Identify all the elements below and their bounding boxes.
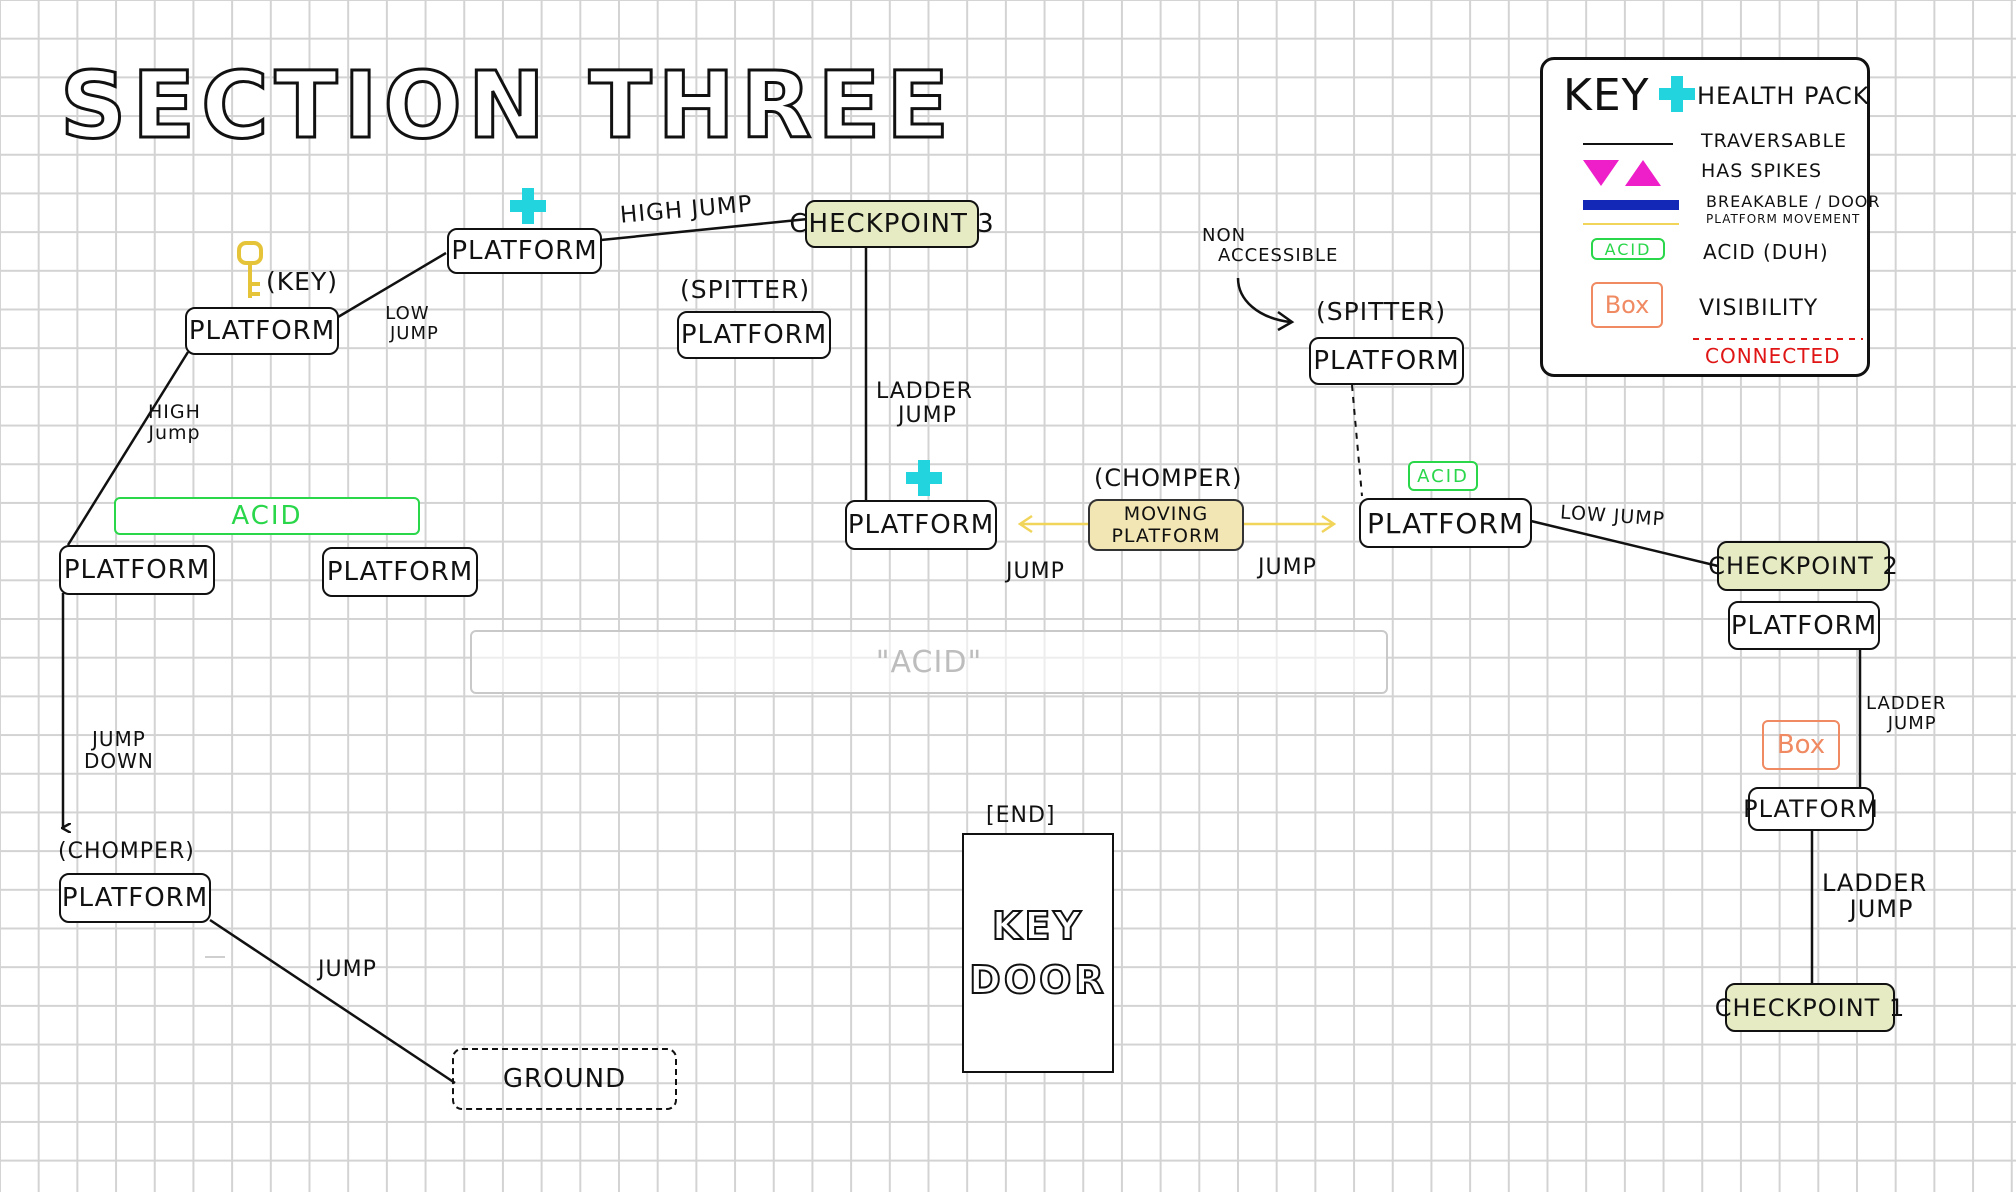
edge-low-jump-cp2 (1530, 519, 1719, 568)
legend-visibility: VISIBILITY (1699, 296, 1819, 321)
legend-traversable: TRAVERSABLE (1701, 130, 1848, 152)
checkpoint-2: CHECKPOINT 2 (1708, 541, 1898, 591)
acid-hidden-area: "ACID" (470, 630, 1388, 694)
legend-box-sample: Box (1591, 282, 1663, 328)
ground: GROUND (452, 1048, 677, 1110)
end-label: [END] (986, 803, 1056, 828)
acid-hazard: ACID (114, 497, 420, 535)
health-pack-icon (1659, 76, 1695, 112)
health-pack-icon (510, 188, 546, 224)
platform-center: PLATFORM (1359, 498, 1532, 548)
edge-non-accessible (1236, 277, 1291, 324)
legend-title: KEY (1563, 70, 1650, 121)
platform-spitter-1: PLATFORM (677, 311, 831, 359)
key-icon (237, 241, 263, 298)
platform-cp2: PLATFORM (1728, 601, 1880, 650)
page-title: SECTION THREE (58, 51, 956, 161)
edge-jump-ground (209, 918, 456, 1085)
chomper-label-2: (CHOMPER) (1094, 464, 1243, 492)
edge-low-jump-top (332, 251, 447, 322)
acid-small: ACID (1408, 461, 1478, 491)
platform-top: PLATFORM (447, 228, 602, 274)
legend-breakable: BREAKABLE / DOOR (1706, 192, 1881, 211)
edge-high-jump-top (600, 217, 809, 242)
jump-label-left: JUMP (1006, 559, 1065, 584)
legend-connected-line (1693, 338, 1863, 340)
platform-chomper: PLATFORM (59, 873, 211, 923)
edge-high-jump-left (66, 351, 190, 546)
checkpoint-1: CHECKPOINT 1 (1715, 983, 1904, 1032)
platform-box: PLATFORM (1743, 787, 1878, 831)
legend: KEY HEALTH PACK TRAVERSABLE HAS SPIKES B… (1540, 57, 1880, 377)
spitter-label-2: (SPITTER) (1316, 297, 1447, 326)
legend-samples (1583, 143, 1679, 225)
health-pack-icon (906, 460, 942, 496)
box-item: Box (1762, 720, 1840, 770)
legend-movement: PLATFORM MOVEMENT (1706, 212, 1861, 226)
legend-connected: CONNECTED (1705, 344, 1841, 368)
jump-label-right: JUMP (1258, 555, 1317, 580)
edge-visibility (1351, 384, 1363, 497)
checkpoint-3: CHECKPOINT 3 (789, 200, 994, 248)
legend-acid-desc: ACID (DUH) (1703, 240, 1829, 264)
platform-ladder: PLATFORM (845, 500, 997, 550)
key-label: (KEY) (266, 267, 338, 296)
spitter-label-1: (SPITTER) (680, 275, 811, 304)
legend-acid-sample: ACID (1591, 238, 1665, 260)
platform-left: PLATFORM (59, 545, 215, 595)
platform-left-2: PLATFORM (322, 547, 478, 597)
platform-spitter-2: PLATFORM (1309, 337, 1464, 385)
platform-key: PLATFORM (185, 307, 339, 355)
chomper-label-1: (CHOMPER) (58, 839, 195, 864)
legend-health: HEALTH PACK (1697, 82, 1870, 110)
legend-spikes: HAS SPIKES (1701, 160, 1823, 182)
jump-label-ground: JUMP (318, 957, 377, 982)
